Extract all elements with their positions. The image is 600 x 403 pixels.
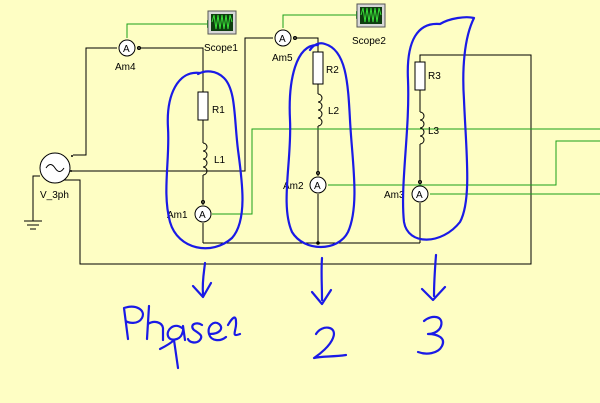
ammeter-am3-symbol: A xyxy=(416,190,423,201)
phase3-loop xyxy=(401,16,476,241)
ammeter-am5[interactable]: A Am5 xyxy=(272,29,297,64)
am1-label: Am1 xyxy=(167,210,188,221)
scope1-label: Scope1 xyxy=(204,43,238,54)
source-label: V_3ph xyxy=(40,190,69,201)
three-phase-source[interactable]: V_3ph xyxy=(39,152,73,201)
am5-label: Am5 xyxy=(272,53,293,64)
r1-label: R1 xyxy=(212,105,225,116)
ammeter-am2[interactable]: A Am2 xyxy=(283,171,327,194)
resistor-r3[interactable]: R3 xyxy=(414,61,441,91)
phase1-loop xyxy=(165,70,244,250)
r2-label: R2 xyxy=(326,65,339,76)
handwritten-word-phase xyxy=(122,304,242,344)
ammeter-am1[interactable]: A Am1 xyxy=(167,200,212,223)
handwritten-annotations xyxy=(122,16,476,370)
ammeter-am4-symbol: A xyxy=(123,44,130,55)
circuit-wires xyxy=(24,37,532,265)
handwritten-digit-3 xyxy=(416,315,445,355)
resistor-r2[interactable]: R2 xyxy=(312,51,339,85)
inductor-l1[interactable]: L1 xyxy=(202,142,226,176)
handwritten-digit-1 xyxy=(158,338,180,370)
l1-label: L1 xyxy=(214,155,226,166)
scope2-label: Scope2 xyxy=(352,36,386,47)
ammeter-am3[interactable]: A Am3 xyxy=(384,180,429,203)
am4-label: Am4 xyxy=(115,62,136,73)
inductor-l3[interactable]: L3 xyxy=(419,111,440,145)
ammeter-am2-symbol: A xyxy=(314,181,321,192)
l3-label: L3 xyxy=(428,126,440,137)
arrow-phase-3 xyxy=(420,253,447,302)
am2-label: Am2 xyxy=(283,181,304,192)
scope1[interactable]: Scope1 xyxy=(204,10,238,54)
arrow-phase-1 xyxy=(191,261,213,299)
am3-label: Am3 xyxy=(384,190,405,201)
resistor-r1[interactable]: R1 xyxy=(197,91,225,121)
arrow-phase-2 xyxy=(310,256,333,306)
inductor-l2[interactable]: L2 xyxy=(317,93,340,127)
handwritten-digit-2 xyxy=(312,326,348,360)
ammeter-am1-symbol: A xyxy=(199,210,206,221)
ammeter-am5-symbol: A xyxy=(279,34,286,45)
ammeter-am4[interactable]: A Am4 xyxy=(115,39,141,73)
phase2-loop xyxy=(285,42,356,248)
r3-label: R3 xyxy=(428,71,441,82)
scope2[interactable]: Scope2 xyxy=(352,3,386,47)
l2-label: L2 xyxy=(328,106,340,117)
